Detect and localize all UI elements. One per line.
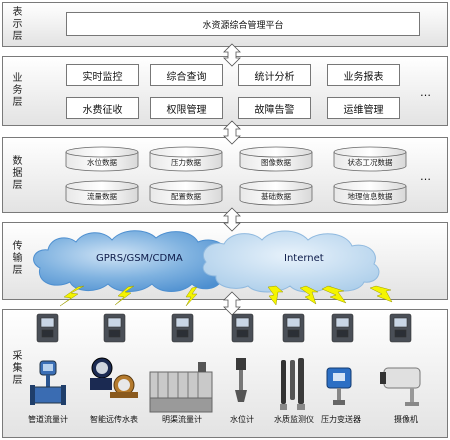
network-label-gprs: GPRS/GSM/CDMA xyxy=(96,253,183,264)
layer-label-business: 业务层 xyxy=(10,72,21,108)
module-fault-alarm: 故障告警 xyxy=(238,97,311,119)
lightning-icon xyxy=(299,285,319,305)
lightning-bolts xyxy=(59,285,393,307)
lightning-icon xyxy=(369,285,393,303)
rtu-box-4 xyxy=(231,313,254,343)
pipe-flowmeter-icon xyxy=(30,360,66,405)
module-permission: 权限管理 xyxy=(150,97,223,119)
db-label-base: 基础数据 xyxy=(261,192,291,201)
lightning-icon xyxy=(59,285,85,307)
collection-band xyxy=(2,309,448,438)
arrow-business-data xyxy=(223,120,241,145)
db-label-flow: 流量数据 xyxy=(87,192,117,201)
rtu-box-7 xyxy=(389,313,412,343)
water-level-gauge-icon xyxy=(235,358,247,402)
module-operations: 运维管理 xyxy=(327,97,400,119)
lightning-icon xyxy=(185,286,198,307)
pressure-transmitter-icon xyxy=(326,367,352,405)
db-label-gis: 地理信息数据 xyxy=(347,192,393,201)
smart-water-meter-icon xyxy=(90,357,138,398)
rtu-box-1 xyxy=(36,313,59,343)
rtu-box-5 xyxy=(282,313,305,343)
module-business-report: 业务报表 xyxy=(327,64,400,86)
db-label-status: 状态工况数据 xyxy=(347,158,393,167)
arrow-data-transport xyxy=(223,207,241,232)
lightning-icon xyxy=(321,285,347,304)
module-water-fee: 水费征收 xyxy=(66,97,139,119)
arrow-presentation-business xyxy=(223,43,241,67)
device-label-camera: 摄像机 xyxy=(394,415,418,424)
layer-label-presentation: 表示层 xyxy=(10,6,21,42)
module-statistical-analysis: 统计分析 xyxy=(238,64,311,86)
rtu-box-6 xyxy=(331,313,354,343)
business-more-dots: … xyxy=(420,86,432,99)
rtu-box-2 xyxy=(103,313,126,343)
layer-label-collection: 采集层 xyxy=(10,350,21,386)
device-label-smart-meter: 智能远传水表 xyxy=(90,415,138,424)
db-gis xyxy=(333,180,407,206)
cloud-internet xyxy=(202,230,380,293)
module-realtime-monitoring: 实时监控 xyxy=(66,64,139,86)
open-channel-flowmeter-icon xyxy=(149,362,213,413)
water-quality-monitor-icon xyxy=(280,358,305,410)
network-label-internet: Internet xyxy=(284,253,324,264)
db-label-image: 图像数据 xyxy=(261,158,291,167)
rtu-box-3 xyxy=(171,313,194,343)
device-label-pressure: 压力变送器 xyxy=(321,415,361,424)
db-status xyxy=(333,146,407,172)
db-water-level xyxy=(65,146,139,172)
device-label-pipe-flowmeter: 管道流量计 xyxy=(28,415,68,424)
db-config xyxy=(149,180,223,206)
db-label-water-level: 水位数据 xyxy=(87,158,117,167)
db-flow xyxy=(65,180,139,206)
arrow-transport-collection xyxy=(223,291,241,316)
data-more-dots: … xyxy=(420,170,432,183)
lightning-icon xyxy=(114,285,135,306)
database-cylinders xyxy=(65,146,407,206)
module-comprehensive-query: 综合查询 xyxy=(150,64,223,86)
db-label-pressure: 压力数据 xyxy=(171,158,201,167)
rtu-devices xyxy=(36,313,412,343)
db-image xyxy=(239,146,313,172)
layer-label-transport: 传输层 xyxy=(10,240,21,276)
db-label-config: 配置数据 xyxy=(171,192,201,201)
lightning-icon xyxy=(267,285,284,306)
device-label-water-quality: 水质监测仪 xyxy=(274,415,314,424)
device-label-channel-flowmeter: 明渠流量计 xyxy=(162,415,202,424)
camera-icon xyxy=(380,367,421,406)
db-base xyxy=(239,180,313,206)
layer-label-data: 数据层 xyxy=(10,155,21,191)
db-pressure xyxy=(149,146,223,172)
device-label-water-level: 水位计 xyxy=(230,415,254,424)
platform-title-box: 水资源综合管理平台 xyxy=(66,12,420,36)
